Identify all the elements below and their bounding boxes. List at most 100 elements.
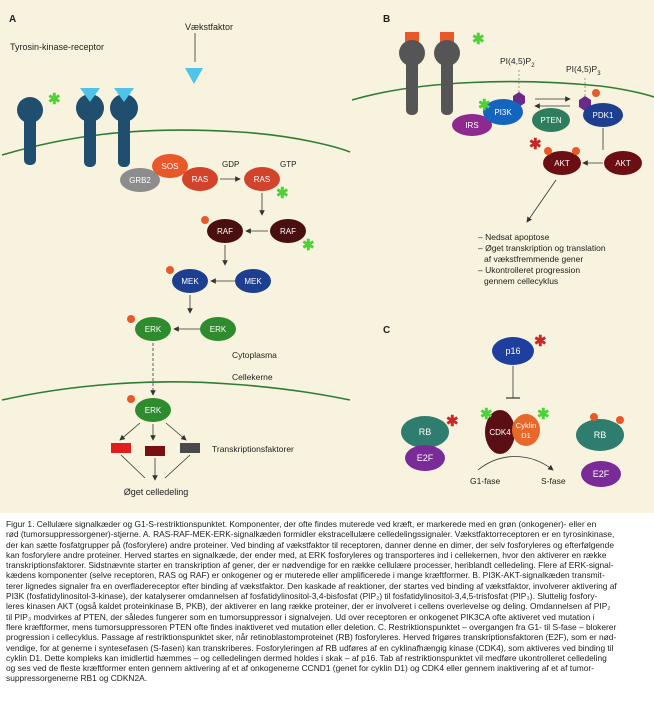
mutation-star-rb: ✱ [446, 413, 459, 430]
caption-line: rød (tumorsuppressorgener)-stjerne. A. R… [6, 529, 615, 540]
phosphate-akt-2 [572, 147, 580, 155]
akt-label: AKT [615, 159, 631, 168]
erk-nucleus-node [135, 398, 171, 422]
line-tf-out-3 [164, 454, 191, 479]
phosphate-mek [166, 266, 174, 274]
mutation-star-receptor: ✱ [48, 91, 61, 108]
mutation-star-cdk4: ✱ [480, 406, 493, 423]
e2f-left-node [405, 445, 445, 471]
caption-line: suppressorgenerne RB1 og CDKN2A. [6, 673, 148, 684]
receptor-label: Tyrosin-kinase-receptor [10, 42, 104, 52]
cell-cycle-arrow [477, 456, 554, 471]
caption-line: til PIP₃ modvirkes af PTEN, der således … [6, 611, 595, 622]
tf-label: Transkriptionsfaktorer [212, 444, 294, 454]
pi3k-node [483, 99, 523, 125]
erk-nucleus-label: ERK [145, 406, 162, 415]
cdk4-label: CDK4 [489, 428, 511, 437]
irs-label: IRS [465, 121, 478, 130]
erk-node [200, 317, 236, 341]
p16-node [492, 337, 534, 365]
e2f-right-label: E2F [593, 469, 610, 479]
e2f-left-label: E2F [417, 453, 434, 463]
erk-label: ERK [210, 325, 227, 334]
caption-line: PI3K (fosfatidylinositol-3-kinase), der … [6, 591, 598, 602]
raf-label: RAF [280, 227, 296, 236]
receptor-dimer [76, 88, 138, 167]
growth-factor-triangle [185, 68, 203, 84]
tf-gray [180, 443, 200, 453]
caption-line: leres kinasen AKT (også kaldet proteinki… [6, 601, 611, 612]
raf-phospho-label: RAF [217, 227, 233, 236]
akt-phospho-label: AKT [554, 159, 570, 168]
pip3-label: PI(4,5)P3 [566, 64, 601, 77]
figure-panel: A Tyrosin-kinase-receptor Vækstfaktor ✱ … [0, 0, 654, 513]
tf-dark [145, 446, 165, 456]
phosphate-rb-1 [590, 413, 598, 421]
cyclin-node [512, 414, 540, 446]
erk-phospho-label: ERK [145, 325, 162, 334]
mutation-star-p16: ✱ [534, 333, 547, 350]
receptor-b-dimer [399, 32, 460, 115]
mutation-star-pten: ✱ [529, 136, 542, 153]
mek-phospho-label: MEK [181, 277, 199, 286]
pi3k-label: PI3K [494, 108, 512, 117]
phosphate-akt-1 [544, 147, 552, 155]
mutation-star-pi3k: ✱ [478, 97, 491, 114]
ras-gtp-label: RAS [254, 175, 270, 184]
mutation-star-raf: ✱ [302, 237, 315, 254]
gtp-label: GTP [280, 160, 296, 169]
raf-phospho-node [207, 219, 243, 243]
figure-caption: Figur 1. Cellulære signalkæder og G1-S-r… [6, 519, 648, 684]
akt-phospho-node [543, 151, 581, 175]
cyclin-label-1: Cyklin [516, 421, 536, 430]
grb2-label: GRB2 [129, 176, 151, 185]
erk-phospho-node [135, 317, 171, 341]
cdk4-node [485, 410, 515, 454]
cyclin-label-2: D1 [521, 431, 531, 440]
panel-b-letter: B [383, 14, 390, 25]
cell-membrane-b [351, 80, 654, 101]
caption-line: progression i cellecyklus. Passage af re… [6, 632, 617, 643]
nuclear-membrane [1, 381, 351, 401]
s-label: S-fase [541, 476, 566, 486]
nucleus-label: Cellekerne [232, 372, 273, 382]
ras-gtp-node [244, 167, 280, 191]
phosphate-erk [127, 315, 135, 323]
effect-line: af vækstfremmende gener [484, 254, 583, 264]
phosphate-rb-2 [616, 416, 624, 424]
caption-line: cyklin D1. Dette kompleks kan imidlertid… [6, 652, 607, 663]
phosphate-pip3 [592, 89, 600, 97]
svg-text:✱: ✱ [48, 91, 61, 108]
caption-line: flere kræftformer, mens tumorsuppressore… [6, 621, 617, 632]
mek-node [235, 269, 271, 293]
phosphate-raf [201, 216, 209, 224]
rb-left-node [401, 416, 449, 448]
caption-line: kan fosforylere andre proteiner. Herved … [6, 549, 607, 560]
pten-node [532, 108, 570, 132]
mutation-star-cyclin: ✱ [537, 406, 550, 423]
raf-node [270, 219, 306, 243]
p16-label: p16 [505, 346, 520, 356]
ras-gdp-node [182, 167, 218, 191]
receptor-monomer [17, 97, 43, 165]
pdk1-node [583, 103, 623, 127]
mutation-star-ras: ✱ [276, 185, 289, 202]
outcome-label: Øget celledeling [124, 487, 189, 497]
grb2-node [120, 168, 160, 192]
gdp-label: GDP [222, 160, 239, 169]
caption-line: transkriptionsfaktorer. Sidstnævnte star… [6, 560, 614, 571]
caption-line: og ses ved de fleste kræftformer enten g… [6, 663, 594, 674]
caption-line: Figur 1. Cellulære signalkæder og G1-S-r… [6, 519, 597, 529]
caption-line: terer lignedes signaler fra en overflade… [6, 580, 617, 591]
panel-a-letter: A [9, 14, 16, 25]
effect-line: – Ukontrolleret progression [478, 265, 580, 275]
caption-line: vendige, for at generne i syntesefasen (… [6, 642, 614, 653]
effect-line: – Nedsat apoptose [478, 232, 550, 242]
e2f-right-node [581, 461, 621, 487]
akt-effects-list: – Nedsat apoptose – Øget transkription o… [478, 232, 606, 286]
caption-line: kædens komponenter (selve receptoren, RA… [6, 570, 605, 581]
rb-right-node [576, 419, 624, 451]
growth-factor-label: Vækstfaktor [185, 22, 233, 32]
pip2-label: PI(4,5)P2 [500, 56, 535, 69]
sos-label: SOS [162, 162, 179, 171]
